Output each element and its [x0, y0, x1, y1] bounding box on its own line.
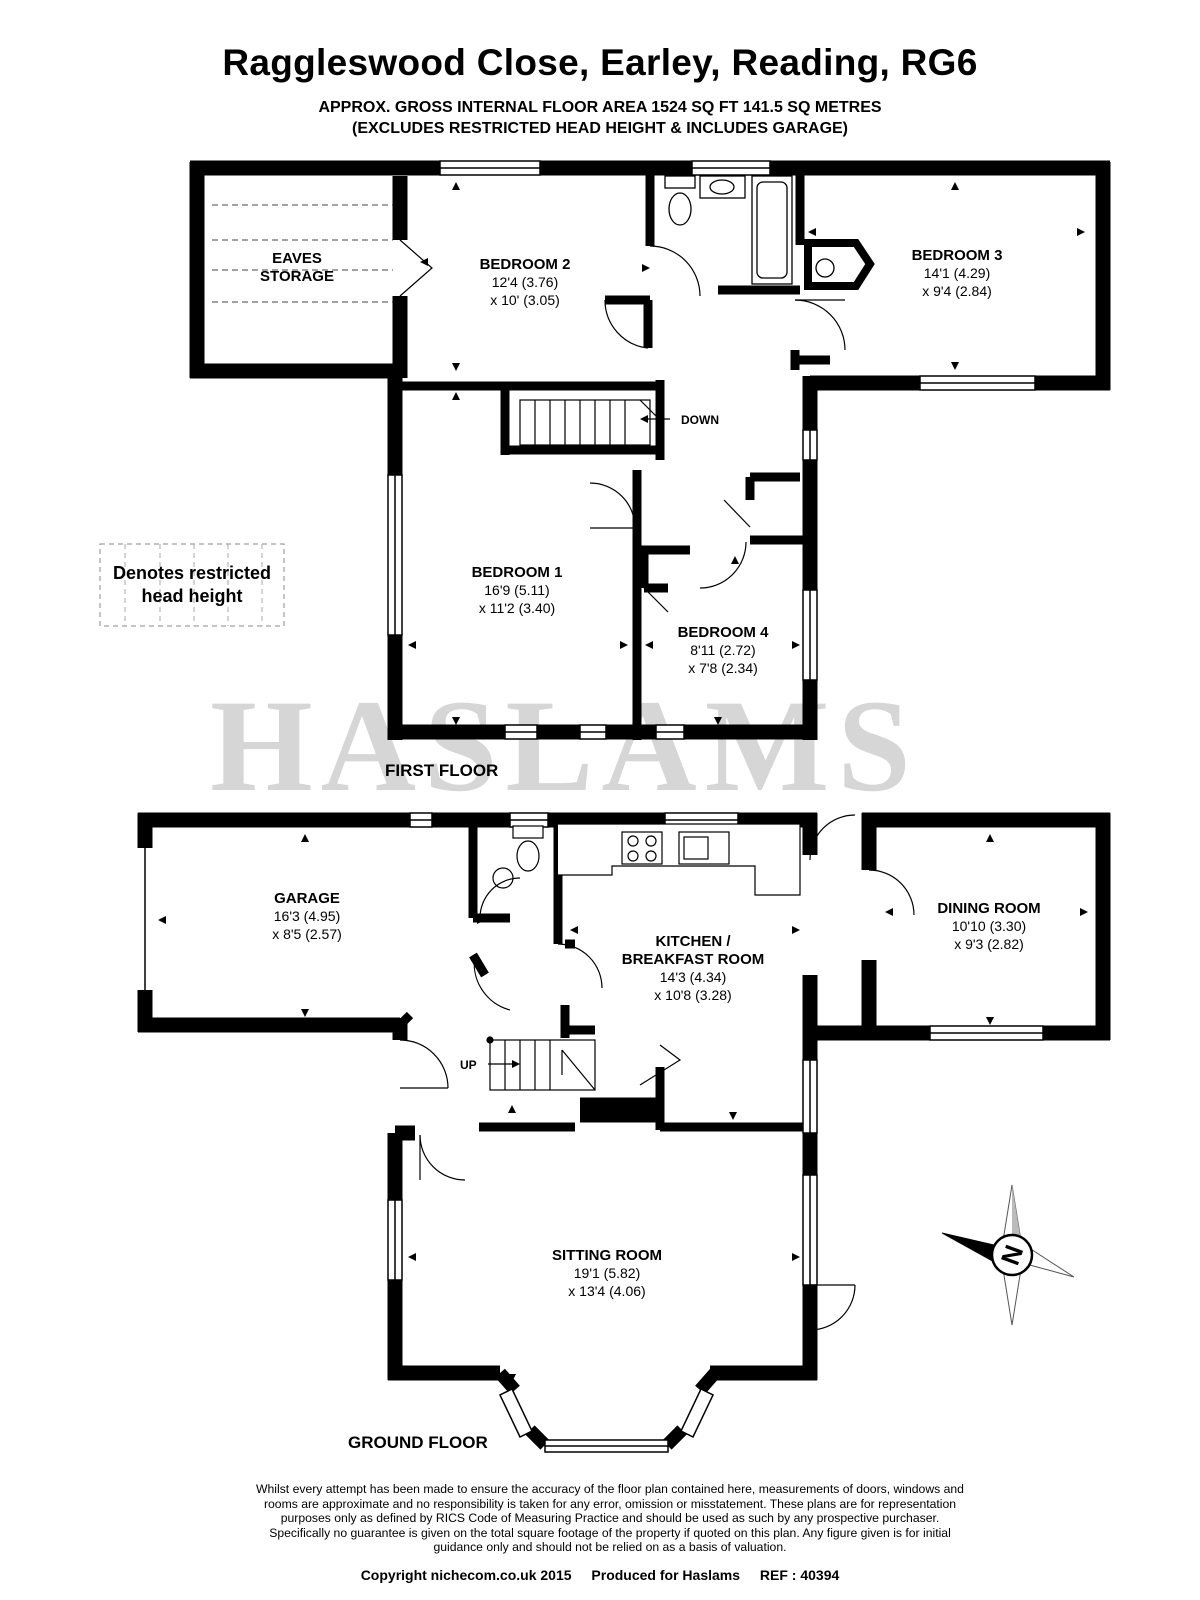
room-name-garage: GARAGE [274, 890, 340, 907]
floor-area-line: APPROX. GROSS INTERNAL FLOOR AREA 1524 S… [318, 99, 882, 116]
room-dim-dining-b: x 9'3 (2.82) [954, 936, 1024, 952]
room-dim-bedroom-4-b: x 7'8 (2.34) [688, 660, 758, 676]
room-name-eaves: EAVES [272, 250, 322, 267]
disclaimer-line: rooms are approximate and no responsibil… [263, 1496, 957, 1511]
disclaimer-line: Specifically no guarantee is given on th… [269, 1525, 951, 1540]
measurement-arrows-ground-floor [158, 834, 1088, 1382]
disclaimer-line: Whilst every attempt has been made to en… [256, 1482, 964, 1496]
room-dim-sitting-a: 19'1 (5.82) [574, 1265, 641, 1281]
restricted-height-legend: Denotes restricted head height [99, 543, 285, 627]
ground-floor-plan [137, 812, 1111, 1453]
disclaimer: Whilst every attempt has been made to en… [200, 1482, 1020, 1555]
compass-icon: N [941, 1184, 1075, 1326]
room-dim-bedroom-2-b: x 10' (3.05) [490, 292, 560, 308]
footer-produced: Produced for Haslams [591, 1567, 741, 1583]
room-name-kitchen: KITCHEN / [656, 933, 732, 950]
room-name-bedroom-1: BEDROOM 1 [472, 564, 563, 581]
room-name-bedroom-4: BEDROOM 4 [678, 624, 770, 641]
room-dim-garage-b: x 8'5 (2.57) [272, 926, 342, 942]
eaves-storage-area [212, 204, 393, 303]
stairs-up-label: UP [460, 1058, 477, 1072]
page-title: Raggleswood Close, Earley, Reading, RG6 [222, 42, 978, 83]
room-name-dining-room: DINING ROOM [937, 900, 1040, 917]
footer-ref: REF : 40394 [759, 1567, 840, 1583]
first-floor-label: FIRST FLOOR [385, 761, 498, 780]
room-dim-bedroom-2-a: 12'4 (3.76) [492, 274, 559, 290]
room-name-eaves-2: STORAGE [260, 268, 334, 285]
ground-floor-label: GROUND FLOOR [348, 1433, 488, 1452]
room-dim-bedroom-3-b: x 9'4 (2.84) [922, 283, 992, 299]
footer-copyright: Copyright nichecom.co.uk 2015 [360, 1567, 572, 1583]
room-dim-garage-a: 16'3 (4.95) [274, 908, 341, 924]
room-name-bedroom-2: BEDROOM 2 [480, 256, 571, 273]
room-name-bedroom-3: BEDROOM 3 [912, 247, 1003, 264]
footer: Copyright nichecom.co.uk 2015 Produced f… [0, 1567, 1200, 1583]
stairs-down-label: DOWN [681, 413, 719, 427]
legend-line-1: Denotes restricted [113, 563, 271, 583]
room-dim-bedroom-1-b: x 11'2 (3.40) [479, 600, 555, 616]
measurement-arrows-first-floor [408, 182, 1085, 725]
room-dim-dining-a: 10'10 (3.30) [952, 918, 1026, 934]
room-name-kitchen-2: BREAKFAST ROOM [622, 951, 765, 968]
ground-floor-labels: GARAGE 16'3 (4.95) x 8'5 (2.57) KITCHEN … [272, 890, 1040, 1452]
room-dim-sitting-b: x 13'4 (4.06) [568, 1283, 645, 1299]
first-floor-labels: EAVES STORAGE BEDROOM 2 12'4 (3.76) x 10… [260, 247, 1002, 780]
room-dim-bedroom-4-a: 8'11 (2.72) [690, 642, 755, 658]
room-dim-kitchen-b: x 10'8 (3.28) [654, 987, 731, 1003]
floor-plan-drawing: HASLAMS [99, 160, 1111, 1453]
room-dim-kitchen-a: 14'3 (4.34) [660, 969, 727, 985]
legend-line-2: head height [141, 586, 242, 606]
room-dim-bedroom-3-a: 14'1 (4.29) [924, 265, 991, 281]
disclaimer-line: guidance only and should not be relied o… [433, 1540, 787, 1555]
room-name-sitting-room: SITTING ROOM [552, 1247, 662, 1264]
first-floor-plan [189, 160, 1111, 740]
watermark: HASLAMS [210, 672, 919, 819]
area-note-line: (EXCLUDES RESTRICTED HEAD HEIGHT & INCLU… [351, 120, 849, 137]
disclaimer-line: purposes only as defined by RICS Code of… [280, 1511, 940, 1526]
room-dim-bedroom-1-a: 16'9 (5.11) [484, 582, 549, 598]
